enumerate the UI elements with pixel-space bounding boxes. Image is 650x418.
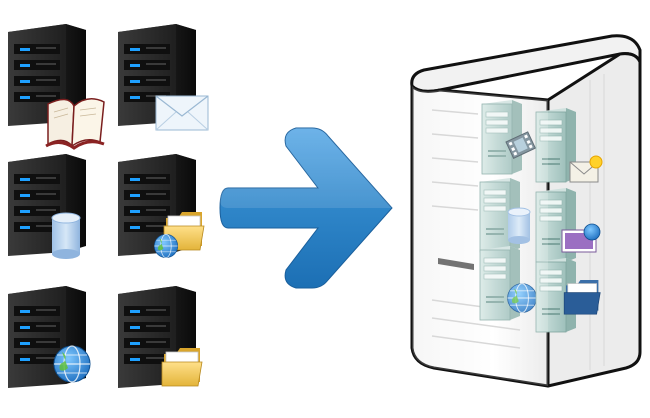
book-icon	[45, 98, 105, 150]
physical-server-3	[8, 154, 86, 259]
film-icon	[505, 131, 537, 159]
photo-icon	[561, 223, 601, 253]
database-icon	[51, 212, 81, 259]
database-icon	[507, 207, 531, 244]
host-glass-overlay	[412, 86, 548, 386]
globe-icon	[53, 345, 91, 383]
physical-server-5	[8, 286, 91, 388]
vm-2	[535, 107, 603, 183]
vm-3	[479, 177, 531, 253]
virtual-machines	[479, 99, 603, 333]
mail-sun-icon	[569, 155, 603, 183]
physical-server-6	[118, 286, 203, 388]
vm-6	[535, 257, 601, 333]
right-arrow-icon	[219, 127, 393, 289]
envelope-icon	[155, 95, 209, 131]
physical-server-1	[8, 24, 105, 150]
physical-server-2	[118, 24, 209, 131]
vm-4	[535, 187, 601, 263]
folder-icon	[161, 347, 203, 387]
vm-1	[481, 99, 537, 175]
physical-server-4	[118, 154, 205, 259]
folder-icon	[563, 280, 601, 315]
